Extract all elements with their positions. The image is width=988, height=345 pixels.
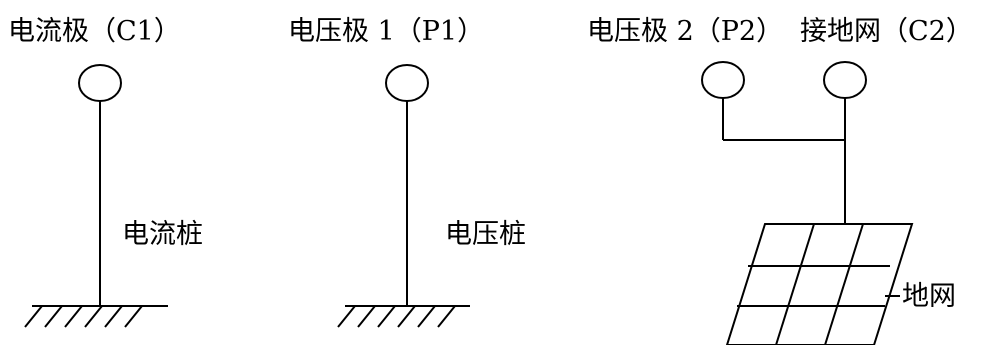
ground-grid-label: 地网 <box>902 281 956 312</box>
c2-terminal <box>823 61 867 99</box>
p2-electrode <box>701 61 745 140</box>
ground-grid <box>725 223 914 345</box>
c1-electrode <box>24 64 168 328</box>
voltage-stake-label: 电压桩 <box>445 219 526 250</box>
c2-ground-grid-label: 接地网（C2） <box>800 16 973 47</box>
c1-electrode-label: 电流极（C1） <box>8 16 181 47</box>
p1-terminal <box>385 64 429 102</box>
p1-electrode <box>337 64 470 328</box>
c1-terminal <box>78 64 122 102</box>
p2-electrode-label: 电压极 2（P2） <box>587 16 783 47</box>
current-stake-label: 电流桩 <box>122 219 203 250</box>
ground-grid-outline <box>725 223 914 345</box>
c2-electrode <box>823 61 867 224</box>
p1-ground-hatch <box>337 305 456 328</box>
c1-ground-hatch <box>24 305 143 328</box>
p2-terminal <box>701 61 745 99</box>
p1-electrode-label: 电压极 1（P1） <box>288 16 484 47</box>
